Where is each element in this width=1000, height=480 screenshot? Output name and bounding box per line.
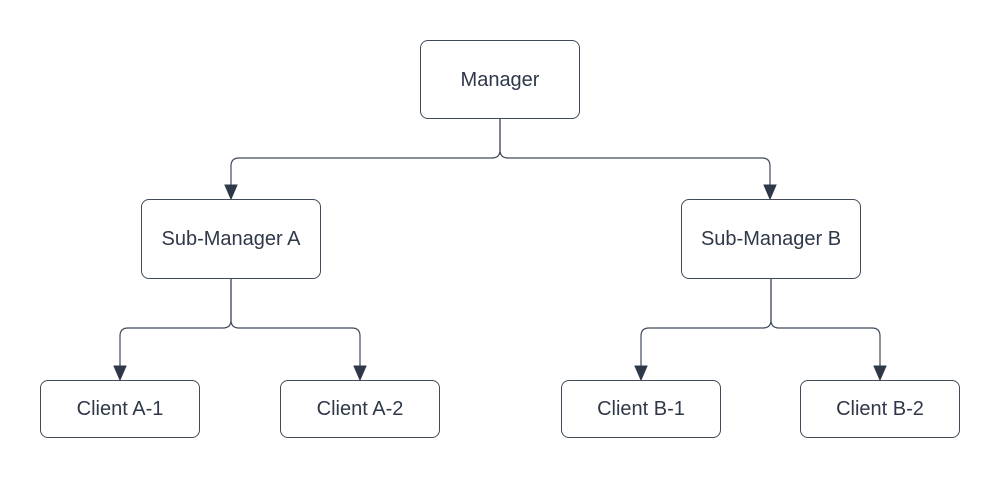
- node-client-a1-label: Client A-1: [76, 398, 164, 420]
- node-sub-manager-a[interactable]: Sub-Manager A: [141, 199, 321, 279]
- node-client-b1-label: Client B-1: [597, 398, 685, 420]
- node-client-a1[interactable]: Client A-1: [40, 380, 200, 438]
- arrowhead-client-a1: [113, 365, 127, 382]
- connector-manager-to-sub-a: [230, 119, 501, 185]
- arrowhead-client-a2: [353, 365, 367, 382]
- connector-sub-b-to-client-b1: [640, 279, 772, 366]
- connector-sub-a-to-client-a1: [119, 279, 232, 366]
- node-sub-manager-a-label: Sub-Manager A: [161, 228, 301, 250]
- node-client-b2-label: Client B-2: [836, 398, 924, 420]
- node-client-a2-label: Client A-2: [316, 398, 404, 420]
- node-sub-manager-b[interactable]: Sub-Manager B: [681, 199, 861, 279]
- connector-manager-to-sub-b: [499, 119, 771, 185]
- node-manager[interactable]: Manager: [420, 40, 580, 119]
- node-client-a2[interactable]: Client A-2: [280, 380, 440, 438]
- arrowhead-client-b1: [634, 365, 648, 382]
- arrowhead-sub-b: [763, 184, 777, 201]
- node-client-b1[interactable]: Client B-1: [561, 380, 721, 438]
- connector-sub-a-to-client-a2: [230, 279, 361, 366]
- node-sub-manager-b-label: Sub-Manager B: [700, 228, 842, 250]
- arrowhead-client-b2: [873, 365, 887, 382]
- connector-sub-b-to-client-b2: [770, 279, 881, 366]
- node-manager-label: Manager: [460, 68, 540, 91]
- node-client-b2[interactable]: Client B-2: [800, 380, 960, 438]
- arrowhead-sub-a: [224, 184, 238, 201]
